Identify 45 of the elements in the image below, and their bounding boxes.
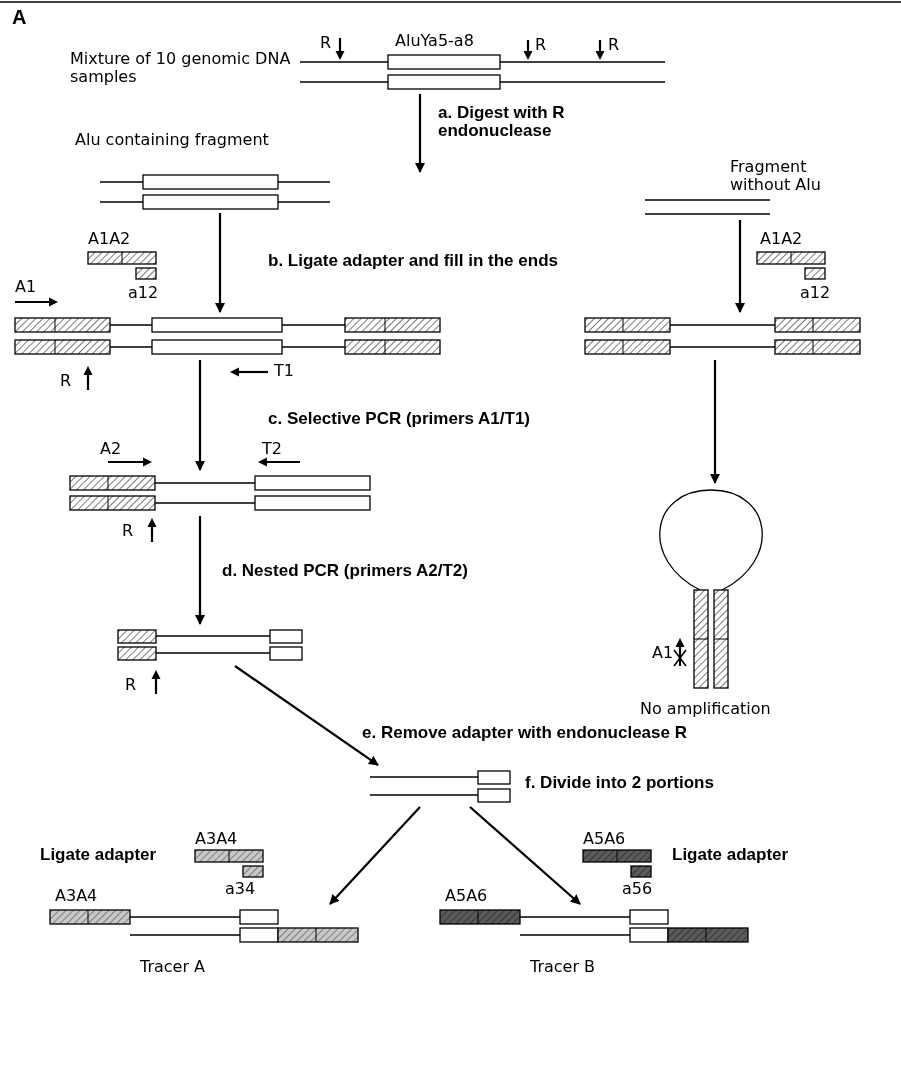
step-label: f. Divide into 2 portions (525, 774, 714, 792)
step-label: Ligate adapter (40, 846, 157, 864)
arrow (469, 806, 581, 905)
step-label: d. Nested PCR (primers A2/T2) (222, 562, 468, 580)
adapter-label: A3A4 (55, 887, 98, 905)
site-label: R (535, 36, 547, 54)
sample-label: Mixture of 10 genomic DNA samples (70, 50, 292, 86)
step-label: b. Ligate adapter and fill in the ends (268, 252, 558, 270)
adapter-label: a12 (800, 284, 831, 302)
element-label: AluYa5-a8 (395, 32, 474, 50)
arrow (195, 516, 205, 625)
tracer-label: Tracer B (530, 958, 596, 976)
primer-label: A2 (100, 440, 122, 458)
tracer-label: Tracer A (140, 958, 206, 976)
primer-label: A1 (15, 278, 37, 296)
fragment-label: Alu containing fragment (75, 131, 269, 149)
adapter-label: A3A4 (195, 830, 238, 848)
site-label: R (60, 372, 72, 390)
arrow (710, 360, 720, 484)
primer-label: T1 (274, 362, 294, 380)
site-label: R (608, 36, 620, 54)
primer-label: T2 (262, 440, 282, 458)
site-label: R (122, 522, 134, 540)
adapter-label: A5A6 (445, 887, 488, 905)
result-label: No amplification (640, 700, 771, 718)
panel-label: A (12, 8, 27, 26)
arrow (195, 360, 205, 471)
site-label: R (320, 34, 332, 52)
fragment-label: Fragment without Alu (730, 158, 822, 194)
site-label: R (125, 676, 137, 694)
arrow (215, 213, 225, 313)
arrow (234, 665, 379, 766)
adapter-label: a12 (128, 284, 159, 302)
adapter-label: A5A6 (583, 830, 626, 848)
arrow (735, 220, 745, 313)
step-label: e. Remove adapter with endonuclease R (362, 724, 687, 742)
primer-label: A1 (652, 644, 674, 662)
adapter-label: A1A2 (88, 230, 131, 248)
arrow (415, 94, 425, 173)
arrow (329, 806, 421, 905)
step-label: c. Selective PCR (primers A1/T1) (268, 410, 531, 428)
adapter-label: A1A2 (760, 230, 803, 248)
adapter-label: a34 (225, 880, 256, 898)
step-label: Ligate adapter (672, 846, 789, 864)
adapter-label: a56 (622, 880, 653, 898)
